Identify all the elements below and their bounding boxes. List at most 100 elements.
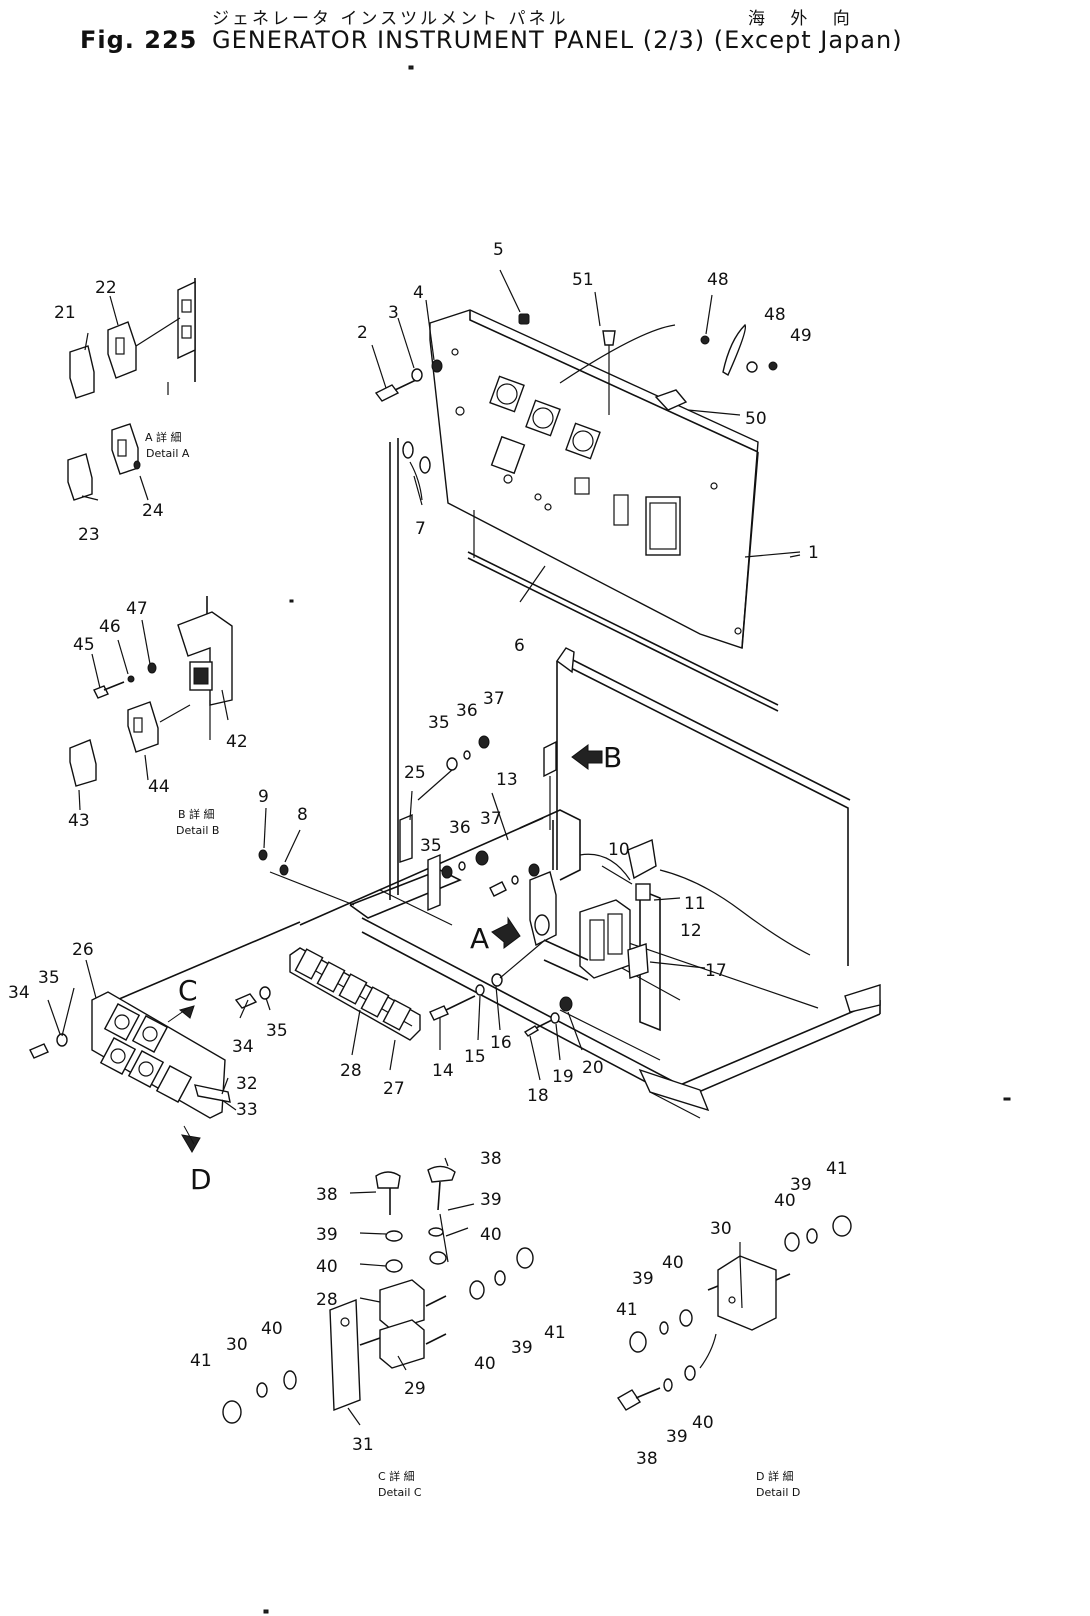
detail-c-label-40d: 40 <box>261 1319 283 1339</box>
detail-c-label-30: 30 <box>226 1335 248 1355</box>
part-label-17: 17 <box>705 961 727 981</box>
part-label-20: 20 <box>582 1058 604 1078</box>
part-label-25: 25 <box>404 763 426 783</box>
scan-specks <box>263 65 1011 1614</box>
part-label-48b: 48 <box>764 305 786 325</box>
detail-c-label-29: 29 <box>404 1379 426 1399</box>
detail-d-label-40b: 40 <box>662 1253 684 1273</box>
part-label-21: 21 <box>54 303 76 323</box>
view-label-d: D <box>190 1163 212 1196</box>
detail-c-jp: C 詳 細 <box>378 1469 415 1483</box>
part-label-45: 45 <box>73 635 95 655</box>
detail-d-label-41b: 41 <box>616 1300 638 1320</box>
part-label-44: 44 <box>148 777 170 797</box>
view-label-b: B <box>603 741 622 774</box>
detail-d-jp: D 詳 細 <box>756 1469 793 1483</box>
relay-block-17 <box>543 899 706 981</box>
part-label-35d: 35 <box>266 1021 288 1041</box>
inner-brackets <box>349 740 811 956</box>
loose-hardware-8-9 <box>258 849 355 906</box>
part-label-35c: 35 <box>38 968 60 988</box>
part-label-43: 43 <box>68 811 90 831</box>
detail-d-label-38: 38 <box>636 1449 658 1469</box>
detail-d-label-41a: 41 <box>826 1159 848 1179</box>
part-label-11: 11 <box>684 894 706 914</box>
part-label-42: 42 <box>226 732 248 752</box>
part-label-46: 46 <box>99 617 121 637</box>
detail-c-label-40c: 40 <box>474 1354 496 1374</box>
part-label-14: 14 <box>432 1061 454 1081</box>
detail-d-label-40c: 40 <box>692 1413 714 1433</box>
part-label-48: 48 <box>707 270 729 290</box>
detail-c-label-40a: 40 <box>480 1225 502 1245</box>
figure-title: GENERATOR INSTRUMENT PANEL (2/3) (Except… <box>212 26 903 54</box>
part-label-6: 6 <box>514 636 525 656</box>
part-label-3: 3 <box>388 303 399 323</box>
japanese-region-label: 海 外 向 <box>748 9 860 29</box>
part-label-12: 12 <box>680 921 702 941</box>
part-label-8: 8 <box>297 805 308 825</box>
part-label-49: 49 <box>790 326 812 346</box>
part-label-15: 15 <box>464 1047 486 1067</box>
part-label-37b: 37 <box>480 809 502 829</box>
instrument-panel-plate <box>429 309 801 712</box>
part-label-9: 9 <box>258 787 269 807</box>
part-label-13: 13 <box>496 770 518 790</box>
part-label-2: 2 <box>357 323 368 343</box>
detail-a-drawing <box>67 278 196 501</box>
figure-number: Fig. 225 <box>80 26 198 54</box>
detail-c-label-39c: 39 <box>511 1338 533 1358</box>
detail-d-label-40a: 40 <box>774 1191 796 1211</box>
detail-c-label-41b: 41 <box>190 1351 212 1371</box>
detail-b-jp: B 詳 細 <box>178 807 215 821</box>
part-label-24: 24 <box>142 501 164 521</box>
detail-d-caption: Detail D <box>756 1486 800 1499</box>
part-label-36a: 36 <box>456 701 478 721</box>
fasteners-35-36-37 <box>417 735 540 897</box>
part-label-16: 16 <box>490 1033 512 1053</box>
detail-c-label-38a: 38 <box>480 1149 502 1169</box>
panel-screws <box>374 359 443 402</box>
part-label-35b: 35 <box>420 836 442 856</box>
mounting-hardware <box>429 939 573 1037</box>
part-label-22: 22 <box>95 278 117 298</box>
part-label-34a: 34 <box>8 983 30 1003</box>
panel-bracket-50 <box>518 313 778 416</box>
part-label-18: 18 <box>527 1086 549 1106</box>
switch-panel-26 <box>29 991 231 1119</box>
part-label-35a: 35 <box>428 713 450 733</box>
part-label-23: 23 <box>78 525 100 545</box>
detail-c-label-31: 31 <box>352 1435 374 1455</box>
detail-c-label-28: 28 <box>316 1290 338 1310</box>
detail-c-label-39b: 39 <box>316 1225 338 1245</box>
part-label-36b: 36 <box>449 818 471 838</box>
detail-b-drawing <box>69 596 233 787</box>
detail-d-label-39a: 39 <box>790 1175 812 1195</box>
detail-c-label-39a: 39 <box>480 1190 502 1210</box>
detail-a-caption: Detail A <box>146 447 190 460</box>
part-label-47: 47 <box>126 599 148 619</box>
detail-c-label-40b: 40 <box>316 1257 338 1277</box>
detail-c-caption: Detail C <box>378 1486 422 1499</box>
switch-panel-27 <box>234 947 421 1056</box>
detail-d-drawing <box>617 1215 852 1411</box>
part-label-37a: 37 <box>483 689 505 709</box>
detail-c-label-38b: 38 <box>316 1185 338 1205</box>
view-label-a: A <box>470 922 489 955</box>
detail-a-jp: A 詳 細 <box>145 430 182 444</box>
part-number-labels: 5 51 48 48 49 2 3 4 50 1 7 6 21 22 23 24… <box>8 240 848 1499</box>
part-label-50: 50 <box>745 409 767 429</box>
part-label-28: 28 <box>340 1061 362 1081</box>
part-label-1: 1 <box>808 543 819 563</box>
part-label-51: 51 <box>572 270 594 290</box>
part-label-34b: 34 <box>232 1037 254 1057</box>
cabinet-frame <box>104 647 881 1119</box>
detail-d-label-39b: 39 <box>632 1269 654 1289</box>
view-label-c: C <box>178 974 198 1007</box>
part-label-4: 4 <box>413 283 424 303</box>
detail-d-label-39c: 39 <box>666 1427 688 1447</box>
part-label-5: 5 <box>493 240 504 260</box>
part-label-27: 27 <box>383 1079 405 1099</box>
